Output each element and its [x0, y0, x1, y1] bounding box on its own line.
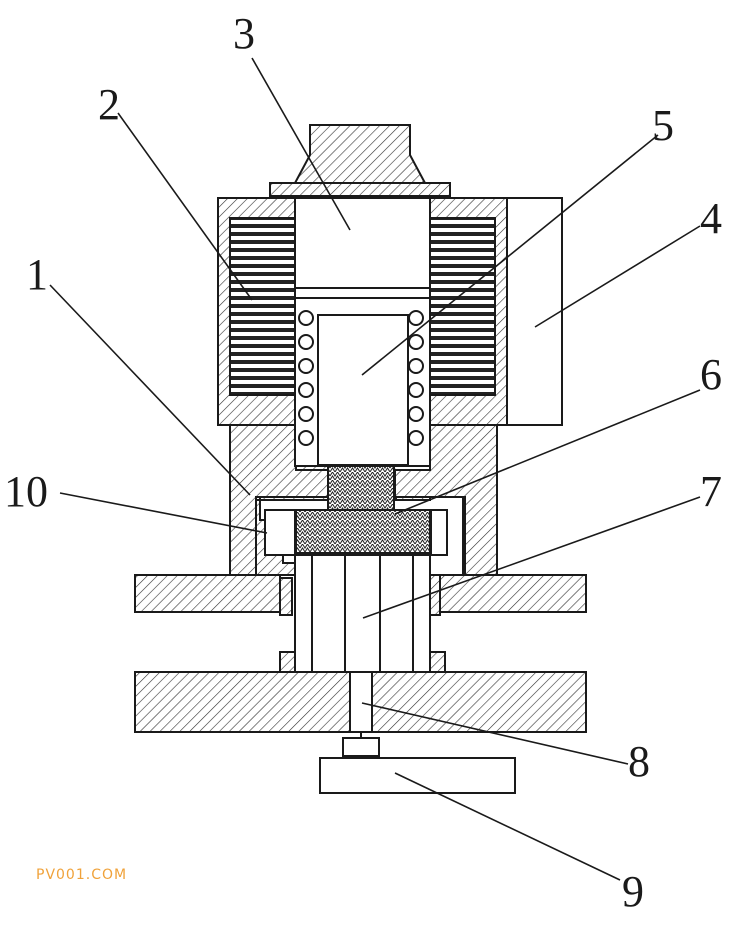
- leader-3: [251, 57, 351, 231]
- rod-nut: [342, 737, 380, 757]
- upper-flange-left: [134, 574, 281, 613]
- pin-right: [430, 509, 448, 556]
- leader-7: [362, 496, 701, 619]
- callout-5: 5: [652, 101, 674, 150]
- callout-9: 9: [622, 867, 644, 916]
- callout-7: 7: [700, 467, 722, 516]
- callout-4: 4: [700, 194, 722, 243]
- terminal-box: [506, 197, 563, 426]
- seal-layer: [295, 509, 431, 554]
- leader-6: [394, 389, 701, 515]
- watermark-text: PV001.COM: [36, 867, 128, 883]
- leader-8: [361, 702, 629, 765]
- leader-2: [117, 112, 253, 301]
- callout-3: 3: [233, 9, 255, 58]
- plug-right: [429, 651, 446, 673]
- spring: [298, 310, 424, 446]
- coil-winding-right: [429, 217, 496, 396]
- callout-8: 8: [628, 737, 650, 786]
- seal-block: [327, 465, 395, 512]
- plunger: [317, 314, 409, 466]
- leader-5: [361, 134, 659, 376]
- leader-9: [394, 772, 621, 881]
- leader-4: [534, 225, 701, 328]
- pin-left: [264, 509, 296, 556]
- armature: [294, 197, 431, 289]
- leader-10: [59, 492, 268, 534]
- plug-left: [279, 651, 296, 673]
- coil-winding-left: [229, 217, 296, 396]
- callout-1: 1: [26, 250, 48, 299]
- upper-flange-right: [439, 574, 587, 613]
- leader-lines: [49, 57, 701, 881]
- rod: [349, 671, 373, 733]
- valve-disc: [319, 757, 516, 794]
- callout-2: 2: [98, 80, 120, 129]
- callout-6: 6: [700, 350, 722, 399]
- callout-10: 10: [4, 467, 48, 516]
- leader-1: [49, 284, 251, 496]
- cap-flange: [269, 182, 451, 197]
- top-cap: [293, 124, 427, 184]
